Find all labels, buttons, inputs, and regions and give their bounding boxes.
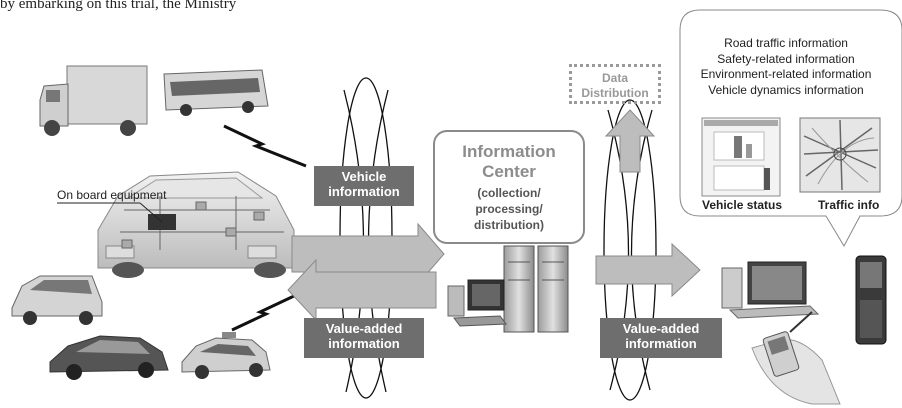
traffic-map-screenshot — [799, 117, 881, 193]
server-rack-icon — [503, 245, 569, 333]
wireless-signal-icon — [231, 294, 295, 332]
arrow-to-users — [595, 242, 701, 298]
data-distribution-box: Data Distribution — [569, 64, 661, 104]
information-center-subtitle-line3: distribution) — [474, 218, 544, 232]
handheld-device-icon — [751, 311, 841, 405]
mobile-phone-icon — [855, 255, 887, 345]
value-added-information-left: Value-added information — [304, 318, 424, 358]
truck-icon — [39, 65, 148, 136]
information-center-subtitle-line1: (collection/ — [477, 186, 541, 200]
information-center-title-line1: Information — [462, 142, 556, 161]
top-caption: by embarking on this trial, the Ministry — [0, 0, 237, 12]
sedan-icon — [49, 335, 169, 380]
information-center-subtitle-line2: processing/ — [475, 202, 543, 216]
arrow-up-distribution — [604, 109, 656, 173]
vehicle-status-caption: Vehicle status — [702, 198, 783, 212]
traffic-info-caption: Traffic info — [818, 198, 880, 212]
minivan-icon — [11, 275, 103, 325]
wireless-signal-icon — [223, 124, 307, 168]
data-distribution-line2: Distribution — [581, 86, 649, 100]
destination-computer-icon — [721, 261, 820, 319]
information-center-box: Information Center (collection/ processi… — [433, 130, 585, 244]
value-added-left-line1: Value-added — [325, 321, 403, 336]
vehicle-information-line2: information — [328, 184, 400, 199]
information-center-title: Information Center — [435, 142, 583, 182]
data-distribution-line1: Data — [601, 71, 628, 85]
vehicle-information-line1: Vehicle — [341, 169, 387, 184]
callout-line-environment: Environment-related information — [700, 67, 872, 81]
taxi-icon — [181, 332, 271, 379]
onboard-equipment-label: On board equipment — [57, 188, 167, 202]
callout-line-vehicle-dynamics: Vehicle dynamics information — [708, 82, 864, 97]
callout-line-road-traffic: Road traffic information — [724, 36, 848, 50]
value-added-right-line2: information — [625, 336, 697, 351]
arrow-from-center — [287, 258, 437, 322]
bus-icon — [163, 69, 269, 116]
callout-info-list: Road traffic information Safety-related … — [686, 36, 886, 98]
information-center-title-line2: Center — [482, 162, 536, 181]
callout-line — [139, 202, 163, 223]
value-added-right-line1: Value-added — [622, 321, 700, 336]
desktop-computer-icon — [447, 279, 507, 327]
callout-line-safety: Safety-related information — [717, 51, 855, 66]
vehicle-status-screenshot — [701, 117, 781, 197]
vehicle-information-label: Vehicle information — [314, 166, 414, 206]
value-added-information-right: Value-added information — [600, 318, 722, 358]
value-added-left-line2: information — [328, 336, 400, 351]
information-center-subtitle: (collection/ processing/ distribution) — [435, 185, 583, 233]
car-with-onboard-equipment-icon — [97, 171, 295, 278]
